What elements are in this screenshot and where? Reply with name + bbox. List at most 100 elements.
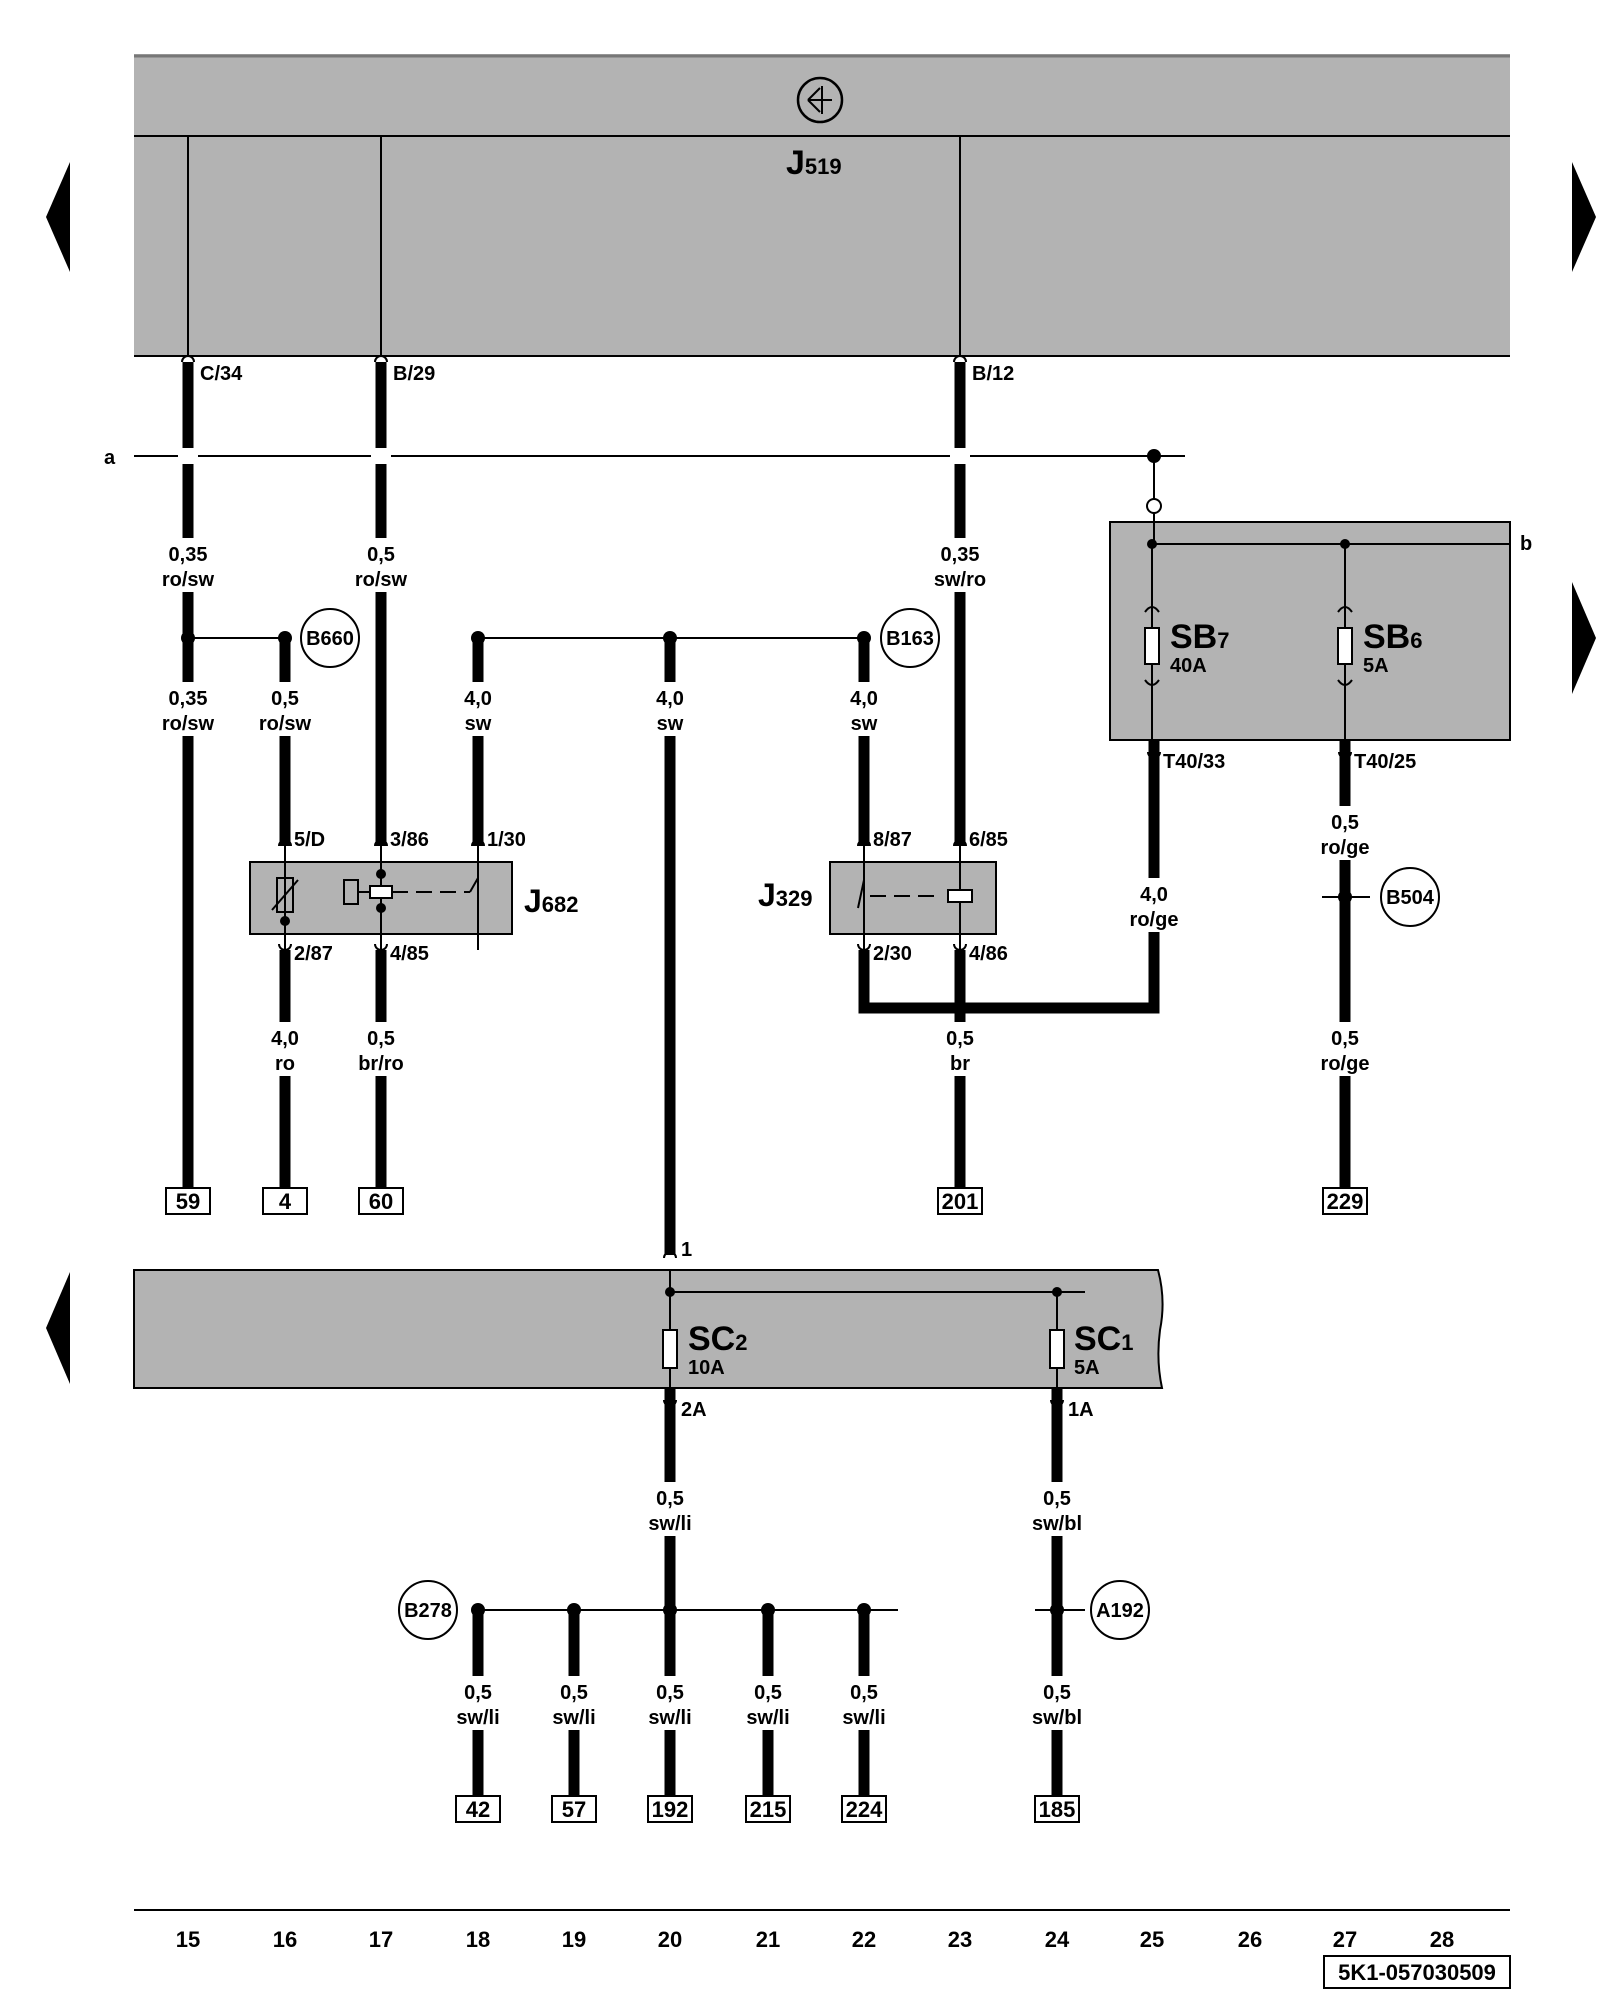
grid-number: 24 [1045,1927,1070,1952]
wire-color: ro/sw [259,713,312,735]
wire-size: 0,5 [271,688,299,710]
ref-box: 192 [647,1795,693,1823]
grid-number: 15 [176,1927,200,1952]
splice-labels: B660 B163 B504 B278 A192 [300,608,1440,1640]
fuse-sc1-label: SC1 [1074,1320,1133,1358]
fuse-sb7-label: SB7 [1170,618,1229,656]
pin-connectors [181,355,1352,1407]
pin-label: 5/D [294,829,325,851]
pin-label: 1A [1068,1399,1094,1421]
svg-text:42: 42 [466,1797,490,1822]
ref-box: 57 [551,1795,597,1823]
pin-label: 2/87 [294,943,333,965]
relay-icon [271,869,479,926]
wire-color: ro/sw [162,713,215,735]
grid-number: 20 [658,1927,682,1952]
fuse-icon [1144,606,1160,686]
pin-label: 1 [681,1239,692,1261]
svg-text:B163: B163 [886,628,934,650]
fuse-sb6-label: SB6 [1363,618,1422,656]
grid-number: 16 [273,1927,297,1952]
fuse-sb7-rating: 40A [1170,655,1207,677]
svg-text:192: 192 [652,1797,689,1822]
junction-dot [1147,449,1161,463]
splice-a192: A192 [1090,1580,1150,1640]
svg-text:B660: B660 [306,628,354,650]
fuse-sc2-rating: 10A [688,1357,725,1379]
svg-text:215: 215 [750,1797,787,1822]
wire-color: ro [275,1053,295,1075]
splice-b278: B278 [398,1580,458,1640]
svg-text:59: 59 [176,1189,200,1214]
fuse-sb6-rating: 5A [1363,655,1389,677]
pin-label: 6/85 [969,829,1008,851]
wire-size: 0,5 [1043,1682,1071,1704]
ref-box: 185 [1034,1795,1080,1823]
splice-b660: B660 [300,608,360,668]
pin-label: B/29 [393,363,435,385]
wire-color: ro/sw [162,569,215,591]
ref-box: 59 [165,1187,211,1215]
relay-icon [857,879,973,909]
wire-size: 0,5 [367,1028,395,1050]
wire-size: 0,5 [946,1028,974,1050]
ground-symbol-icon [796,76,844,124]
pin-label: C/34 [200,363,243,385]
prev-section-arrow-icon[interactable] [46,1272,70,1384]
pin-label: 4/85 [390,943,429,965]
next-section-arrow-icon[interactable] [1572,582,1596,694]
wire-size: 0,5 [850,1682,878,1704]
pin-label: 2A [681,1399,707,1421]
wire-color: br [950,1053,970,1075]
grid-number: 28 [1430,1927,1454,1952]
wire-size: 0,35 [169,688,208,710]
wire-size: 0,5 [1331,1028,1359,1050]
wire-size: 0,35 [941,544,980,566]
wire-color: ro/ge [1321,1053,1370,1075]
junction-dots [181,631,1352,1617]
svg-text:B504: B504 [1386,887,1435,909]
svg-text:57: 57 [562,1797,586,1822]
wire-size: 0,5 [1331,812,1359,834]
next-page-arrow-icon[interactable] [1572,162,1596,272]
pin-label: 1/30 [487,829,526,851]
wire-color: sw/li [648,1513,691,1535]
wire-color: sw [657,713,684,735]
wire-size: 4,0 [271,1028,299,1050]
svg-text:60: 60 [369,1189,393,1214]
doc-id: 5K1-057030509 [1338,1960,1496,1985]
grid-number: 17 [369,1927,393,1952]
svg-text:201: 201 [942,1189,979,1214]
pin-label: T40/33 [1163,751,1225,773]
wire-color: sw/bl [1032,1513,1082,1535]
pin-label: B/12 [972,363,1014,385]
wire-color: sw/li [456,1707,499,1729]
j329-label: J329 [758,877,813,913]
wire-color: sw/ro [934,569,986,591]
ref-box: 4 [262,1187,308,1215]
wire-size: 0,5 [367,544,395,566]
ref-box: 229 [1322,1187,1368,1215]
grid-number: 23 [948,1927,972,1952]
wire-color: sw/li [648,1707,691,1729]
pin-label: 8/87 [873,829,912,851]
splice-b504: B504 [1380,867,1440,927]
svg-text:4: 4 [279,1189,292,1214]
wire-color: ro/ge [1321,837,1370,859]
j519-label: J519 [786,144,842,182]
fuse-sc1-rating: 5A [1074,1357,1100,1379]
relay-j329: J329 [758,846,997,950]
fuse-icon [1049,1329,1065,1369]
wire-color: sw/li [746,1707,789,1729]
prev-page-arrow-icon[interactable] [46,162,70,272]
line-b-label: b [1520,533,1532,555]
wire-size: 0,5 [656,1682,684,1704]
ref-box: 215 [745,1795,791,1823]
grid-number: 27 [1333,1927,1357,1952]
wire-color: sw/li [842,1707,885,1729]
pin-label: T40/25 [1354,751,1416,773]
wire-size: 0,35 [169,544,208,566]
wire-color: sw [465,713,492,735]
doc-id-box: 5K1-057030509 [1323,1955,1511,1989]
wire-size: 4,0 [850,688,878,710]
